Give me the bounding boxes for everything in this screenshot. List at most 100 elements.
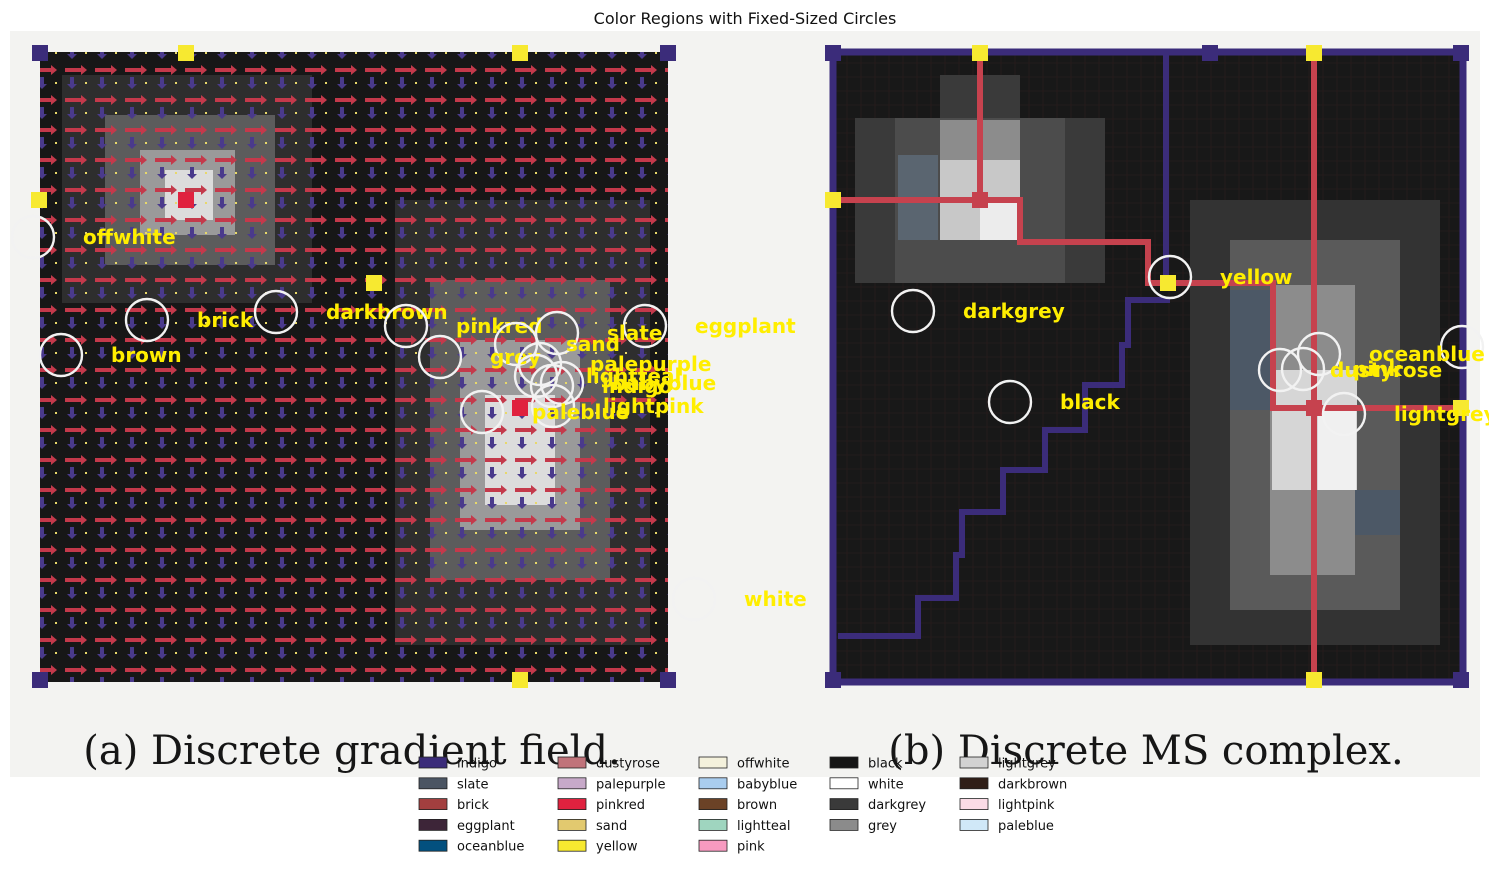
legend-swatch bbox=[829, 756, 859, 769]
legend-swatch bbox=[557, 777, 587, 790]
legend-item-brick: brick bbox=[418, 798, 489, 813]
legend-swatch bbox=[959, 819, 989, 831]
point-circle bbox=[529, 363, 575, 409]
legend-swatch bbox=[418, 839, 448, 852]
point-circle bbox=[459, 389, 505, 435]
point-circle bbox=[417, 334, 463, 380]
legend-swatch bbox=[698, 839, 728, 852]
legend-label: palepurple bbox=[596, 777, 666, 792]
legend-label: indigo bbox=[457, 757, 497, 772]
point-black: black bbox=[987, 379, 1121, 425]
point-label: sand bbox=[566, 332, 620, 356]
point-circle bbox=[1257, 347, 1303, 393]
legend-label: offwhite bbox=[737, 757, 790, 772]
legend-item-paleblue: paleblue bbox=[959, 819, 1054, 834]
point-lightpink: lightpink bbox=[530, 383, 704, 429]
legend-item-lightgrey: lightgrey bbox=[959, 756, 1056, 772]
point-slate: slate bbox=[534, 310, 662, 356]
point-label: babyblue bbox=[612, 371, 716, 395]
legend-label: paleblue bbox=[998, 819, 1054, 834]
point-yellow: yellow bbox=[1147, 254, 1293, 300]
point-label: slate bbox=[607, 321, 662, 345]
point-circle bbox=[987, 379, 1033, 425]
legend-label: babyblue bbox=[737, 777, 797, 792]
point-label: yellow bbox=[1220, 265, 1293, 289]
point-brick: brick bbox=[124, 297, 254, 343]
legend-item-lightteal: lightteal bbox=[698, 819, 791, 834]
legend-swatch bbox=[418, 777, 448, 790]
point-label: pinkred bbox=[456, 314, 542, 338]
legend-label: white bbox=[868, 777, 904, 792]
legend-item-indigo: indigo bbox=[418, 757, 497, 772]
point-circle bbox=[124, 297, 170, 343]
legend-label: pinkred bbox=[596, 798, 645, 813]
legend-item-dustyrose: dustyrose bbox=[557, 756, 660, 772]
legend-label: lightpink bbox=[998, 798, 1055, 813]
legend-item-darkbrown: darkbrown bbox=[959, 777, 1067, 792]
point-circle bbox=[38, 332, 84, 378]
point-offwhite: offwhite bbox=[10, 214, 176, 260]
point-circle bbox=[1296, 331, 1342, 377]
legend-label: oceanblue bbox=[457, 840, 524, 855]
legend-item-slate: slate bbox=[418, 777, 488, 792]
point-lightteal: lightteal bbox=[513, 353, 681, 399]
point-label: brick bbox=[197, 308, 254, 332]
point-circle bbox=[890, 288, 936, 334]
legend-swatch bbox=[698, 798, 728, 810]
point-oceanblue: oceanblue bbox=[1296, 331, 1485, 377]
point-label: brown bbox=[111, 343, 182, 367]
legend-item-babyblue: babyblue bbox=[698, 777, 797, 792]
point-babyblue: babyblue bbox=[539, 360, 716, 406]
legend-swatch bbox=[959, 756, 989, 769]
point-label: offwhite bbox=[83, 225, 176, 249]
point-label: eggplant bbox=[695, 314, 796, 338]
legend-label: darkgrey bbox=[868, 798, 926, 813]
point-circle bbox=[1280, 346, 1326, 392]
legend-swatch bbox=[557, 756, 587, 769]
point-indigo: indigo bbox=[529, 363, 672, 409]
legend-swatch bbox=[959, 777, 989, 790]
legend-swatch bbox=[557, 839, 587, 852]
point-grey: grey bbox=[417, 334, 541, 380]
point-circle bbox=[671, 576, 717, 622]
point-circle bbox=[1321, 391, 1367, 437]
point-circle bbox=[534, 310, 580, 356]
legend-label: sand bbox=[596, 819, 627, 834]
point-label: pink bbox=[1353, 357, 1402, 381]
legend-swatch bbox=[698, 756, 728, 769]
panel-b-ms-complex bbox=[825, 45, 1469, 688]
chart-title: Color Regions with Fixed-Sized Circles bbox=[594, 9, 897, 28]
point-circle bbox=[622, 303, 668, 349]
legend: indigo slate brick eggplant oceanblue dustyro… bbox=[418, 756, 1067, 855]
legend-item-grey: grey bbox=[829, 819, 897, 834]
legend-label: pink bbox=[737, 840, 765, 855]
point-white: white bbox=[671, 576, 807, 622]
legend-item-oceanblue: oceanblue bbox=[418, 839, 524, 855]
point-label: black bbox=[1060, 390, 1121, 414]
legend-swatch bbox=[829, 777, 859, 790]
legend-item-eggplant: eggplant bbox=[418, 819, 515, 834]
point-label: white bbox=[744, 587, 807, 611]
point-label: grey bbox=[490, 345, 541, 369]
legend-swatch bbox=[959, 798, 989, 810]
point-circle bbox=[513, 353, 559, 399]
point-eggplant: eggplant bbox=[622, 303, 796, 349]
point-circle bbox=[530, 383, 576, 429]
legend-label: darkbrown bbox=[998, 777, 1067, 792]
legend-item-lightpink: lightpink bbox=[959, 798, 1055, 813]
legend-item-palepurple: palepurple bbox=[557, 777, 666, 792]
legend-item-pink: pink bbox=[698, 839, 765, 855]
legend-swatch bbox=[557, 819, 587, 831]
legend-item-white: white bbox=[829, 777, 904, 792]
point-label: lightpink bbox=[603, 394, 704, 418]
legend-swatch bbox=[698, 777, 728, 790]
legend-item-pinkred: pinkred bbox=[557, 798, 645, 813]
legend-label: black bbox=[868, 757, 903, 772]
legend-item-offwhite: offwhite bbox=[698, 756, 790, 772]
point-label: lightteal bbox=[586, 364, 681, 388]
legend-swatch bbox=[557, 798, 587, 810]
point-pink: pink bbox=[1280, 346, 1402, 392]
legend-label: lightgrey bbox=[998, 757, 1056, 772]
legend-label: dustyrose bbox=[596, 757, 660, 772]
